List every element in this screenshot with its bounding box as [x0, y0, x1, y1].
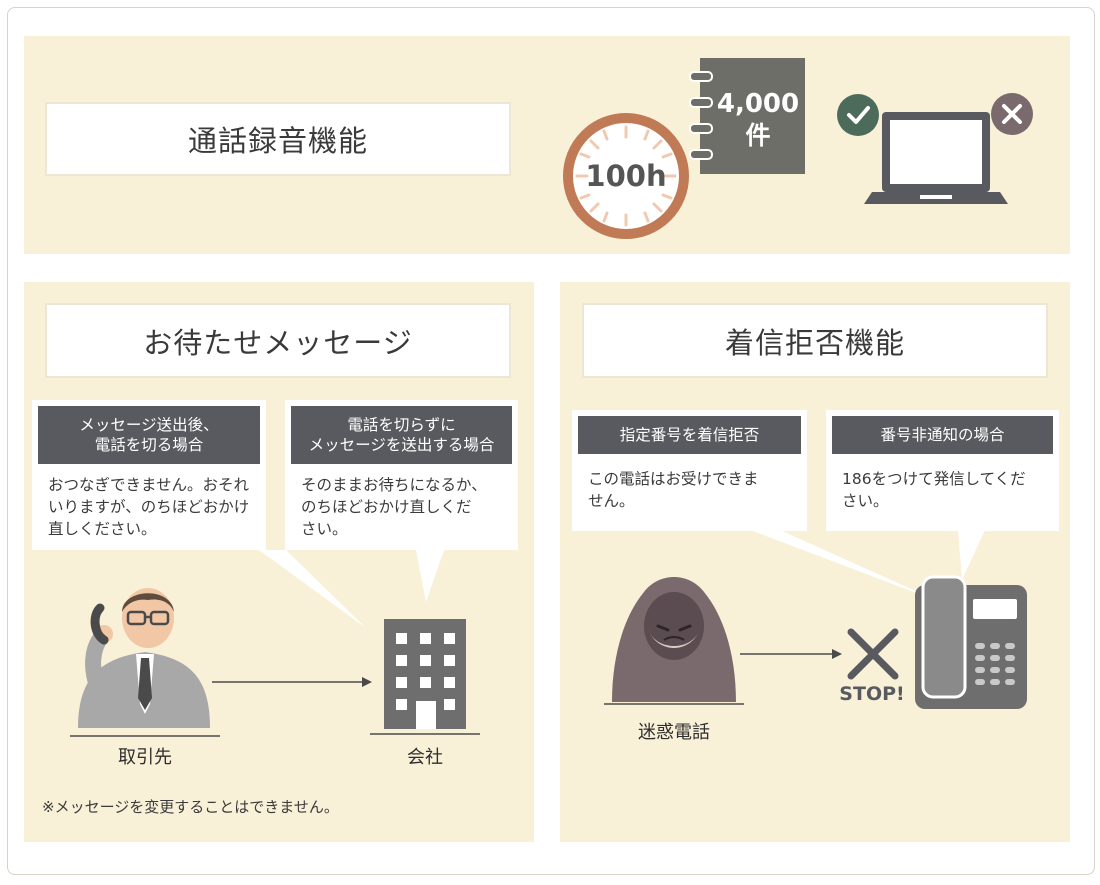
block-bubble-anonymous-heading: 番号非通知の場合 [832, 416, 1053, 454]
hold-bubble-hangup: メッセージ送出後、 電話を切る場合 おつなぎできません。おそれ いりますが、のち… [32, 400, 266, 550]
notebook-count-unit: 件 [745, 121, 770, 150]
arrow-to-stop [740, 649, 842, 659]
cross-icon [991, 93, 1033, 135]
bubble-tails-right [750, 530, 985, 602]
hooded-figure-icon [604, 577, 744, 705]
building-icon [370, 619, 480, 735]
hold-bubble-keep-line-heading: 電話を切らずに メッセージを送出する場合 [291, 406, 512, 464]
stop-cross-icon [847, 628, 899, 680]
call-block-title: 着信拒否機能 [582, 303, 1048, 378]
block-bubble-specified-body: この電話はお受けできま せん。 [588, 470, 759, 510]
block-bubble-anonymous: 番号非通知の場合 186をつけて発信してくだ さい。 [826, 410, 1059, 531]
clock-hours-label: 100h [585, 159, 666, 193]
block-bubble-anonymous-body: 186をつけて発信してくだ さい。 [842, 470, 1026, 510]
bubble-tails-left [259, 550, 444, 628]
clock-icon: 100h [563, 113, 689, 239]
check-icon [837, 94, 879, 136]
call-recording-title: 通話録音機能 [45, 102, 511, 176]
block-bubble-specified-heading: 指定番号を着信拒否 [578, 416, 801, 454]
hold-bubble-hangup-heading: メッセージ送出後、 電話を切る場合 [38, 406, 260, 464]
hold-bubble-keep-line-body: そのままお待ちになるか、 のちほどおかけ直しくだ さい。 [301, 476, 487, 538]
hold-bubble-hangup-body: おつなぎできません。おそれ いりますが、のちほどおかけ 直しください。 [48, 476, 250, 538]
notebook-count-label: 4,000 [717, 89, 799, 119]
notebook-icon: 4,000 件 [689, 58, 805, 174]
block-bubble-specified: 指定番号を着信拒否 この電話はお受けできま せん。 [572, 410, 807, 531]
laptop-icon [864, 112, 1008, 204]
company-label: 会社 [407, 747, 443, 768]
hold-bubble-keep-line: 電話を切らずに メッセージを送出する場合 そのままお待ちになるか、 のちほどおか… [285, 400, 518, 550]
arrow-to-company [212, 677, 372, 687]
businessman-icon [70, 588, 220, 737]
hold-message-note: ※メッセージを変更することはできません。 [42, 798, 339, 816]
desk-phone-icon [915, 575, 1027, 709]
hold-message-title: お待たせメッセージ [45, 303, 511, 378]
stop-label: STOP! [839, 683, 905, 705]
nuisance-call-label: 迷惑電話 [638, 722, 710, 743]
client-label: 取引先 [118, 747, 172, 768]
